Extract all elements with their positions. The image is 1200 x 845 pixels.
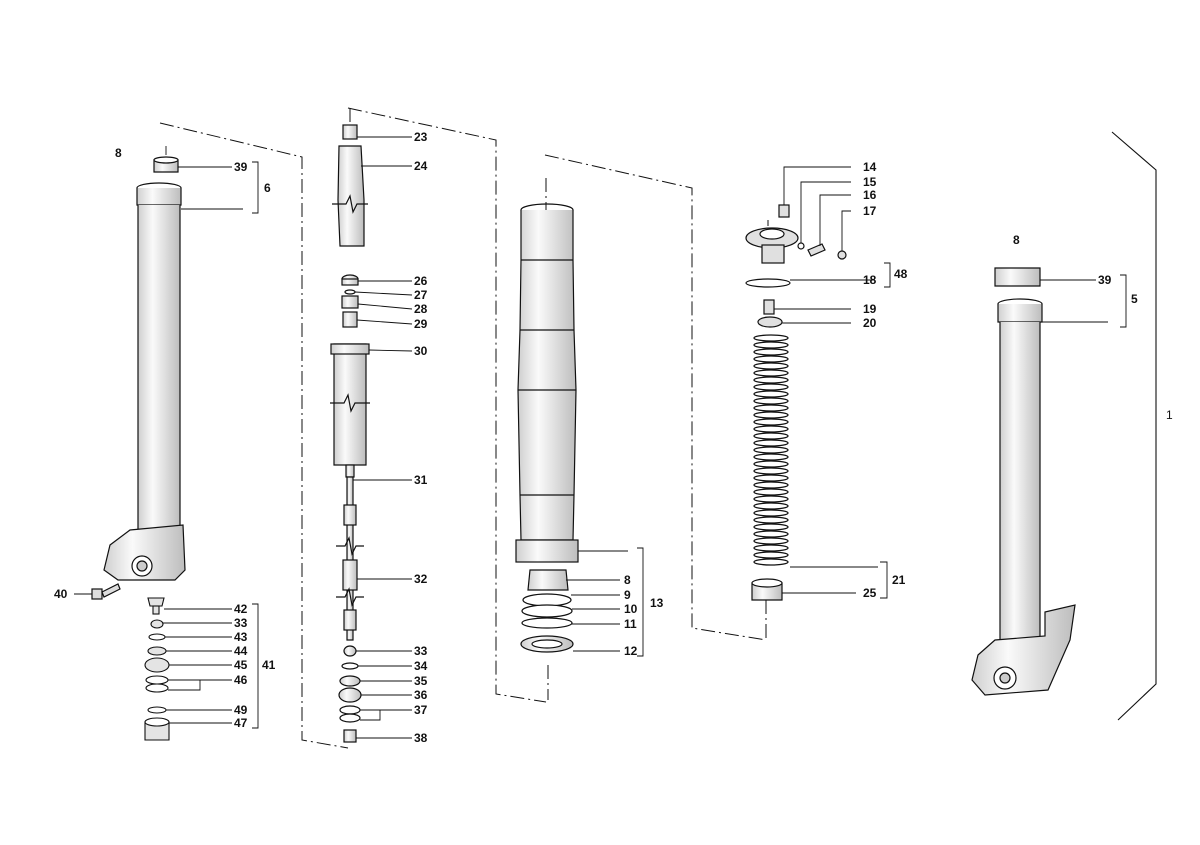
label-45: 45	[234, 658, 248, 672]
label-32: 32	[414, 572, 428, 586]
bracket-1	[1111, 131, 1157, 721]
spring-coil	[753, 383, 789, 391]
spring-coil	[753, 404, 789, 412]
spring-coil	[753, 418, 789, 426]
label-6: 6	[264, 181, 271, 195]
label-14: 14	[863, 160, 877, 174]
label-28: 28	[414, 302, 428, 316]
label-10: 10	[624, 602, 638, 616]
label-26: 26	[414, 274, 428, 288]
spring-coil	[753, 355, 789, 363]
label-19: 19	[863, 302, 877, 316]
label-31: 31	[414, 473, 428, 487]
label-5: 5	[1131, 292, 1138, 306]
label-33-right: 33	[414, 644, 428, 658]
label-16: 16	[863, 188, 877, 202]
dash-dot-guides	[159, 107, 769, 749]
spring-coil	[753, 362, 789, 370]
label-29: 29	[414, 317, 428, 331]
spring-coil	[753, 411, 789, 419]
label-13: 13	[650, 596, 664, 610]
spring-coil	[753, 551, 789, 559]
spring-coil	[753, 523, 789, 531]
spring-coil	[753, 481, 789, 489]
label-8-slider: 8	[624, 573, 631, 587]
label-8-right: 8	[1013, 233, 1020, 247]
label-40: 40	[54, 587, 68, 601]
spring-coil	[753, 516, 789, 524]
label-11: 11	[624, 617, 637, 631]
spring-coil	[753, 376, 789, 384]
label-39-right: 39	[1098, 273, 1112, 287]
label-41: 41	[262, 658, 276, 672]
spring-coil	[753, 495, 789, 503]
label-12: 12	[624, 644, 638, 658]
label-24: 24	[414, 159, 428, 173]
label-25: 25	[863, 586, 877, 600]
left-small-parts	[144, 597, 170, 741]
label-21: 21	[892, 573, 906, 587]
break-marks	[330, 194, 370, 607]
label-46: 46	[234, 673, 248, 687]
spring-coil	[753, 439, 789, 447]
spring-coil	[753, 558, 789, 566]
spring-coil	[753, 453, 789, 461]
label-23: 23	[414, 130, 428, 144]
label-1: 1	[1166, 408, 1173, 422]
spring-coil	[753, 544, 789, 552]
spring-coil	[753, 432, 789, 440]
spring-coil	[753, 334, 789, 342]
spring-coil	[753, 446, 789, 454]
label-34: 34	[414, 659, 428, 673]
label-35: 35	[414, 674, 428, 688]
spring-coil	[753, 467, 789, 475]
outer-slider-tube	[515, 203, 579, 653]
spring-coil	[753, 530, 789, 538]
label-33-left: 33	[234, 616, 248, 630]
spring-coil	[753, 397, 789, 405]
fork-spring	[753, 334, 789, 566]
label-48: 48	[894, 267, 908, 281]
label-47: 47	[234, 716, 248, 730]
label-18: 18	[863, 273, 877, 287]
spring-coil	[753, 460, 789, 468]
spring-coil	[753, 390, 789, 398]
label-44: 44	[234, 644, 248, 658]
spacer-25	[751, 578, 783, 601]
label-27: 27	[414, 288, 428, 302]
label-30: 30	[414, 344, 428, 358]
label-49: 49	[234, 703, 248, 717]
label-38: 38	[414, 731, 428, 745]
label-42: 42	[234, 602, 248, 616]
spring-coil	[753, 474, 789, 482]
bolt-40	[91, 583, 121, 600]
label-17: 17	[863, 204, 877, 218]
label-39-left: 39	[234, 160, 248, 174]
spring-coil	[753, 425, 789, 433]
spring-coil	[753, 348, 789, 356]
spring-coil	[753, 488, 789, 496]
leader-lines	[74, 136, 1127, 739]
spring-coil	[753, 502, 789, 510]
spring-coil	[753, 537, 789, 545]
spring-coil	[753, 369, 789, 377]
spring-coil	[753, 509, 789, 517]
top-cap-assembly	[745, 204, 847, 328]
label-8-left: 8	[115, 146, 122, 160]
label-36: 36	[414, 688, 428, 702]
cartridge-parts	[330, 124, 370, 743]
label-37: 37	[414, 703, 428, 717]
left-fork-tube	[103, 156, 186, 581]
label-20: 20	[863, 316, 877, 330]
label-15: 15	[863, 175, 877, 189]
right-fork-tube	[971, 267, 1076, 696]
label-43: 43	[234, 630, 248, 644]
label-9: 9	[624, 588, 631, 602]
spring-coil	[753, 341, 789, 349]
